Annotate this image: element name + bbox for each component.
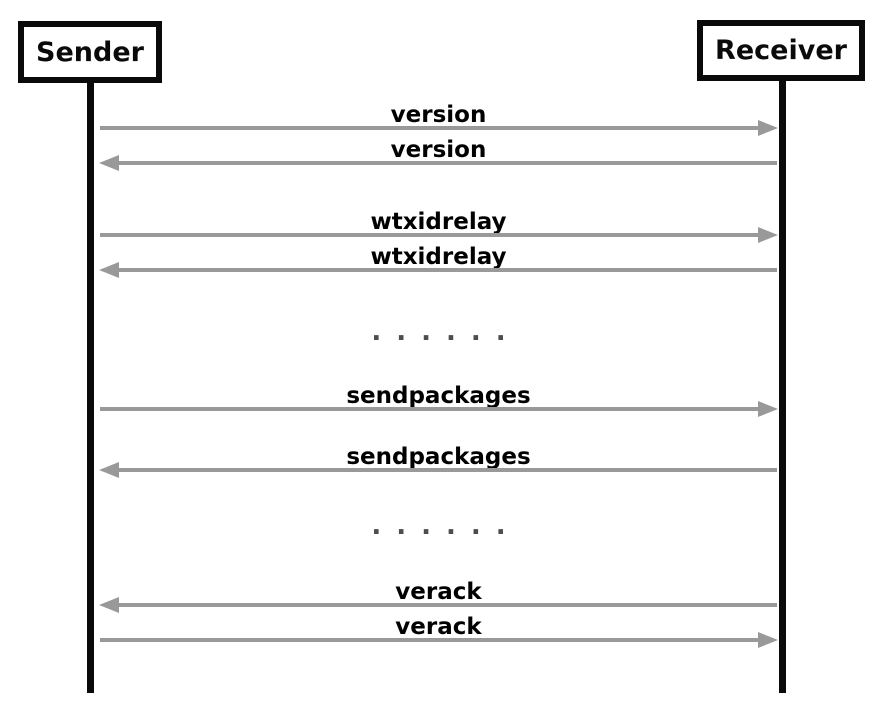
message-label: sendpackages xyxy=(346,383,531,409)
arrow-left-icon xyxy=(99,462,777,478)
actor-label-sender: Sender xyxy=(36,36,144,68)
ellipsis-continuation: ...... xyxy=(371,511,521,541)
actor-label-receiver: Receiver xyxy=(715,35,847,66)
actor-box-sender: Sender xyxy=(18,21,162,83)
arrow-right-icon xyxy=(100,227,778,243)
arrow-right-icon xyxy=(100,120,778,136)
message-version-to-sender: version xyxy=(99,133,777,171)
message-wtxidrelay-to-receiver: wtxidrelay xyxy=(100,205,778,243)
message-label: version xyxy=(390,102,487,128)
message-label: verack xyxy=(395,579,482,605)
lifeline-receiver xyxy=(779,78,786,693)
message-verack-to-sender: verack xyxy=(99,575,777,613)
actor-box-receiver: Receiver xyxy=(697,20,865,81)
message-verack-to-receiver: verack xyxy=(100,610,778,648)
arrow-right-icon xyxy=(100,401,778,417)
message-version-to-receiver: version xyxy=(100,98,778,136)
ellipsis-continuation: ...... xyxy=(371,317,521,347)
arrow-left-icon xyxy=(99,262,777,278)
arrow-left-icon xyxy=(99,155,777,171)
message-sendpackages-to-receiver: sendpackages xyxy=(100,379,778,417)
message-label: sendpackages xyxy=(346,444,531,470)
arrow-right-icon xyxy=(100,632,778,648)
arrow-left-icon xyxy=(99,597,777,613)
message-label: wtxidrelay xyxy=(370,209,507,235)
lifeline-sender xyxy=(87,80,94,693)
message-sendpackages-to-sender: sendpackages xyxy=(99,440,777,478)
message-label: verack xyxy=(395,614,482,640)
message-label: version xyxy=(390,137,487,163)
message-wtxidrelay-to-sender: wtxidrelay xyxy=(99,240,777,278)
message-label: wtxidrelay xyxy=(370,244,507,270)
